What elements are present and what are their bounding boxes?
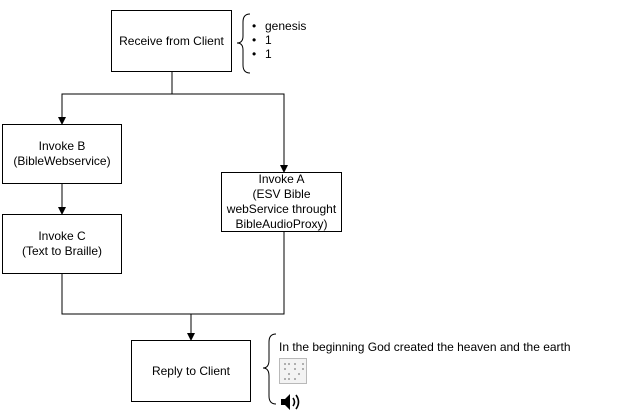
braille-image-icon — [279, 358, 307, 384]
edge-invoke-a-to-merge — [191, 232, 285, 315]
parameter-value: 1 — [265, 33, 272, 47]
parameter-item: • genesis — [252, 19, 306, 33]
verse-text: In the beginning God created the heaven … — [279, 340, 571, 354]
node-label: Reply to Client — [151, 363, 231, 378]
parameter-item: • 1 — [252, 47, 306, 61]
node-label: BibleAudioProxy) — [235, 217, 328, 231]
bullet-icon: • — [252, 19, 257, 33]
parameter-item: • 1 — [252, 33, 306, 47]
edge-split-to-invoke-b — [58, 93, 284, 125]
parameters-brace — [236, 13, 251, 74]
output-brace — [262, 333, 277, 405]
receive-from-client-node: Receive from Client — [111, 10, 232, 72]
node-label: Receive from Client — [119, 33, 224, 48]
parameter-value: 1 — [265, 47, 272, 61]
node-label: (ESV Bible — [252, 187, 311, 201]
edge-invoke-c-to-merge — [61, 274, 191, 315]
parameter-value: genesis — [265, 19, 307, 33]
invoke-b-node: Invoke B (BibleWebservice) — [2, 124, 122, 184]
bullet-icon: • — [252, 33, 257, 47]
node-label: Invoke C — [38, 229, 86, 243]
bullet-icon: • — [252, 47, 257, 61]
edge-split-to-invoke-a — [172, 93, 288, 173]
node-label: Invoke A — [258, 172, 305, 186]
node-label: (Text to Braille) — [21, 244, 103, 258]
reply-output: In the beginning God created the heaven … — [279, 340, 571, 410]
node-label: webService throught — [226, 202, 337, 216]
request-parameters-list: • genesis • 1 • 1 — [252, 19, 306, 61]
reply-to-client-node: Reply to Client — [131, 340, 251, 402]
node-label: (BibleWebservice) — [13, 154, 111, 168]
node-label: Invoke B — [38, 139, 86, 153]
invoke-a-node: Invoke A (ESV Bible webService throught … — [221, 172, 342, 232]
invoke-c-node: Invoke C (Text to Braille) — [2, 214, 122, 274]
speaker-icon[interactable] — [279, 392, 303, 412]
